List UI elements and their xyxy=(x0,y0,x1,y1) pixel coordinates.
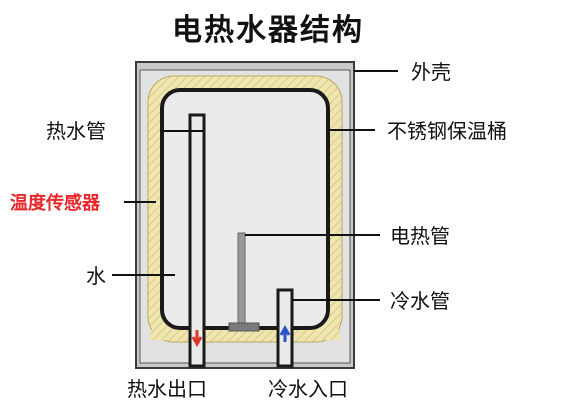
label-water: 水 xyxy=(86,264,106,288)
bottom-lining xyxy=(150,330,340,340)
label-cold-water-tube: 冷水管 xyxy=(390,289,450,313)
cold-water-in-arrow xyxy=(279,324,291,342)
diagram-title: 电热水器结构 xyxy=(172,13,364,48)
label-hot-water-tube: 热水管 xyxy=(46,119,106,143)
heating-tube-rod xyxy=(237,232,246,326)
label-outer-shell: 外壳 xyxy=(411,60,451,84)
label-stainless-tank: 不锈钢保温桶 xyxy=(387,119,507,143)
label-hot-water-outlet: 热水出口 xyxy=(127,377,207,401)
hot-water-out-arrow xyxy=(191,330,203,348)
label-temperature-sensor: 温度传感器 xyxy=(10,192,101,214)
label-cold-water-inlet: 冷水入口 xyxy=(268,377,348,401)
label-heating-tube: 电热管 xyxy=(390,224,450,248)
heating-tube-base xyxy=(228,322,260,332)
hot-water-tube xyxy=(188,113,206,368)
